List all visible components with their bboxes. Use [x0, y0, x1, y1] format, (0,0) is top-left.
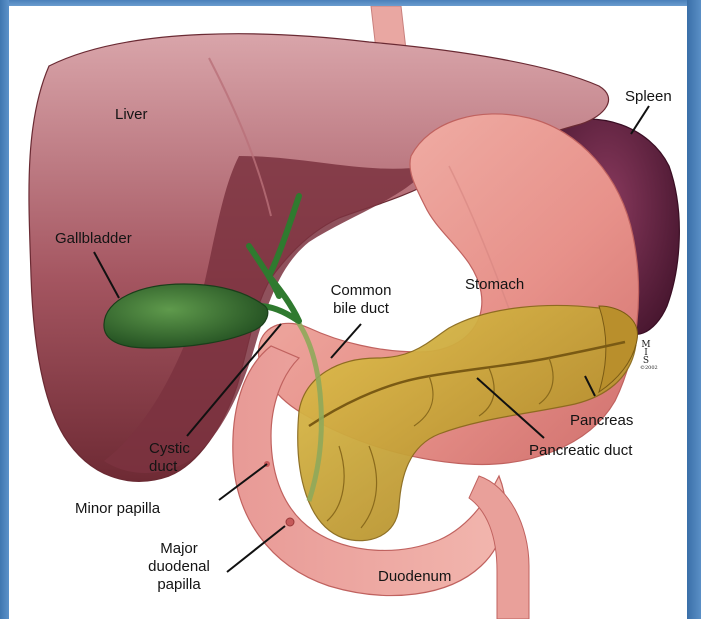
spleen-leader	[631, 106, 649, 134]
label-major-papilla-line3: papilla	[139, 576, 219, 594]
label-spleen: Spleen	[625, 88, 672, 106]
frame-left-border	[0, 0, 9, 619]
label-pancreatic-duct: Pancreatic duct	[529, 442, 632, 460]
label-cystic-duct-line1: Cystic	[149, 440, 190, 458]
label-common-bile-duct-line1: Common	[321, 282, 401, 300]
anatomy-illustration: Liver Spleen Gallbladder Common bile duc…	[9, 6, 687, 619]
label-major-papilla-line1: Major	[139, 540, 219, 558]
mark-small: ©2002	[640, 365, 652, 371]
frame-right-border	[687, 0, 701, 619]
label-cystic-duct-line2: duct	[149, 458, 177, 476]
label-liver: Liver	[115, 106, 148, 124]
label-major-papilla-line2: duodenal	[139, 558, 219, 576]
label-duodenum: Duodenum	[378, 568, 451, 586]
label-stomach: Stomach	[465, 276, 524, 294]
label-common-bile-duct-line2: bile duct	[321, 300, 401, 318]
mark-line3: S	[640, 357, 652, 365]
label-minor-papilla: Minor papilla	[75, 500, 160, 518]
illustrator-mark: M I S ©2002	[640, 341, 652, 371]
label-gallbladder: Gallbladder	[55, 230, 132, 248]
label-pancreas: Pancreas	[570, 412, 633, 430]
